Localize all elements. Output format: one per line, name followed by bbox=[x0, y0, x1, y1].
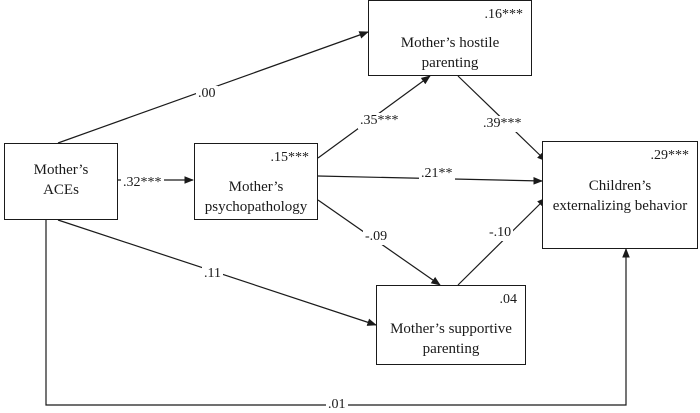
node-mothers-supportive-parenting: .04 Mother’s supportive parenting bbox=[376, 285, 526, 365]
coef-aces-to-hostile: .00 bbox=[196, 86, 218, 102]
node-mothers-aces: Mother’s ACEs bbox=[4, 143, 118, 220]
node-mothers-psychopathology: .15*** Mother’s psychopathology bbox=[194, 143, 318, 220]
arrow-aces-to-children bbox=[45, 220, 630, 406]
node-mothers-supportive-parenting-r2: .04 bbox=[499, 292, 518, 307]
node-mothers-hostile-parenting: .16*** Mother’s hostile parenting bbox=[368, 0, 532, 76]
coef-aces-to-supportive: .11 bbox=[202, 266, 223, 282]
node-mothers-supportive-parenting-label: Mother’s supportive parenting bbox=[390, 321, 512, 357]
coef-hostile-to-children: .39*** bbox=[481, 116, 524, 132]
arrow-supportive-to-children bbox=[457, 197, 547, 286]
coef-aces-to-psychopathology: .32*** bbox=[121, 175, 164, 191]
node-mothers-psychopathology-label: Mother’s psychopathology bbox=[204, 179, 308, 215]
coef-psychopathology-to-children: .21** bbox=[419, 166, 455, 182]
coef-psychopathology-to-supportive: -.09 bbox=[363, 229, 390, 245]
node-childrens-externalizing-behavior-label: Children’s externalizing behavior bbox=[552, 178, 688, 214]
node-mothers-hostile-parenting-label: Mother’s hostile parenting bbox=[400, 35, 500, 71]
coef-psychopathology-to-hostile: .35*** bbox=[358, 113, 401, 129]
coef-aces-to-children: .01 bbox=[326, 397, 348, 413]
node-childrens-externalizing-behavior-r2: .29*** bbox=[650, 148, 690, 163]
node-mothers-hostile-parenting-r2: .16*** bbox=[484, 7, 524, 22]
coef-supportive-to-children: -.10 bbox=[487, 225, 514, 241]
node-mothers-psychopathology-r2: .15*** bbox=[270, 150, 310, 165]
node-mothers-aces-label: Mother’s ACEs bbox=[33, 162, 89, 198]
node-childrens-externalizing-behavior: .29*** Children’s externalizing behavior bbox=[542, 141, 698, 249]
